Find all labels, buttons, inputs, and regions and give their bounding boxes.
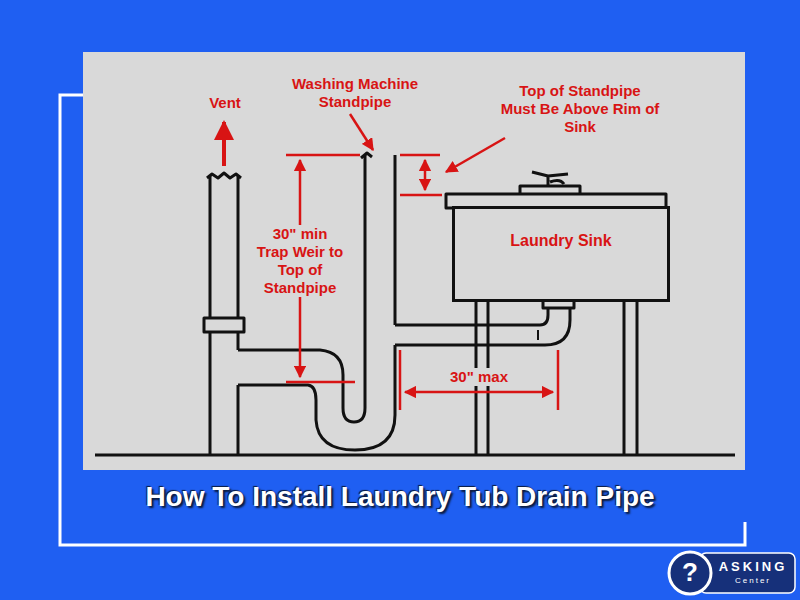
site-logo	[669, 552, 795, 594]
floor-line	[95, 454, 735, 457]
logo-word: ASKING	[712, 559, 794, 574]
standpipe-label: Washing Machine Standpipe	[270, 75, 440, 111]
vent-label: Vent	[190, 94, 260, 112]
max-dimension: 30" max	[446, 368, 512, 386]
page-title: How To Install Laundry Tub Drain Pipe	[20, 480, 780, 514]
drain-pipes	[204, 153, 666, 455]
logo-sub: Center	[712, 576, 794, 586]
diagram-panel	[83, 52, 745, 470]
logo-icon: ?	[672, 557, 708, 587]
rim-note: Top of Standpipe Must Be Above Rim of Si…	[500, 82, 660, 136]
min-dimension: 30" min Trap Weir to Top of Standpipe	[256, 225, 344, 297]
sink-basin: Laundry Sink	[452, 206, 670, 302]
sink-label: Laundry Sink	[455, 209, 667, 250]
